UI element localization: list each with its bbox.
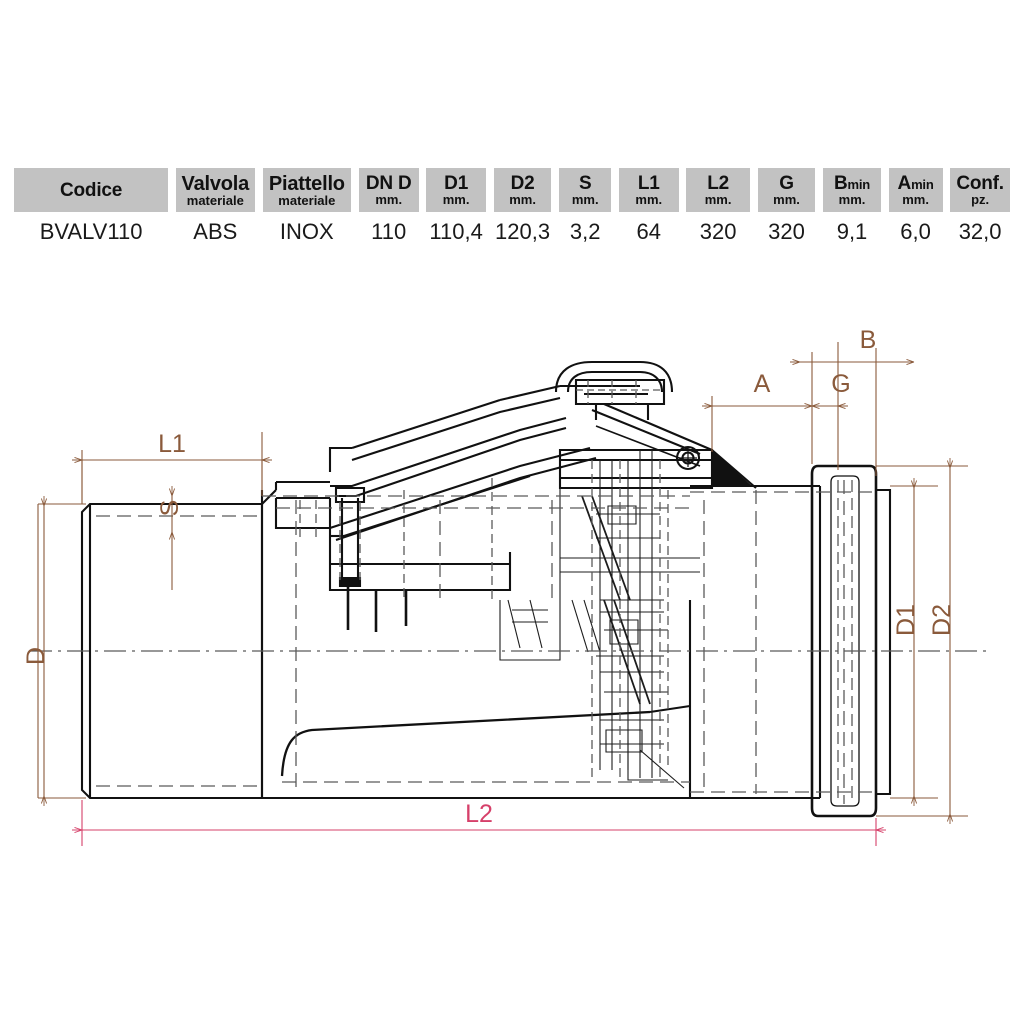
spec-header-suffix-amin: min xyxy=(911,177,934,192)
spec-header-unit-l2: mm. xyxy=(704,192,732,207)
dim-label-G: G xyxy=(831,370,850,398)
dim-label-S: S xyxy=(156,500,184,517)
spec-header-unit-d2: mm. xyxy=(509,192,536,207)
dim-label-B: B xyxy=(860,326,877,354)
spec-value-bmin: 9,1 xyxy=(836,219,868,244)
dim-label-A: A xyxy=(754,370,771,398)
valve-body-outline xyxy=(80,360,892,818)
spec-header-title-bmin: Bmin xyxy=(833,173,871,194)
spec-value-valvola: ABS xyxy=(193,219,238,244)
spec-value-d1: 110,4 xyxy=(429,219,483,244)
spec-header-sub-valvola: materiale xyxy=(186,192,244,208)
spec-header-title-piattello: Piattello xyxy=(268,172,345,195)
spec-header-unit-d1: mm. xyxy=(442,192,470,207)
spec-header-title-codice: Codice xyxy=(59,179,123,201)
spec-header-title-valvola: Valvola xyxy=(181,172,250,195)
spec-header-title-l1: L1 xyxy=(637,173,660,194)
dim-label-L2: L2 xyxy=(465,800,493,828)
spec-header-title-l2: L2 xyxy=(707,173,729,194)
spec-value-l1: 64 xyxy=(636,219,661,244)
dimension-line-l2 xyxy=(72,800,886,846)
spec-value-s: 3,2 xyxy=(569,219,601,244)
spec-header-unit-amin: mm. xyxy=(902,192,929,207)
spec-header-unit-bmin: mm. xyxy=(838,192,866,207)
spec-header-title-d2: D2 xyxy=(510,173,535,194)
dimension-label-group: L1 S D A G B D1 D2 L2 xyxy=(22,326,956,828)
spec-header-title-d1: D1 xyxy=(444,173,469,194)
dim-label-D1: D1 xyxy=(892,604,920,636)
spec-header-unit-conf: pz. xyxy=(971,192,990,207)
dim-label-D: D xyxy=(22,647,50,665)
valve-internal-mechanism xyxy=(499,450,700,789)
spec-header-unit-dn_d: mm. xyxy=(375,192,403,207)
spec-header-suffix-bmin: min xyxy=(847,177,871,192)
spec-header-codice: Codice xyxy=(14,168,169,212)
spec-header-title-conf: Conf. xyxy=(956,173,1004,194)
technical-drawing: L1 S D A G B D1 D2 L2 xyxy=(0,300,1024,880)
dim-label-L1: L1 xyxy=(158,430,186,458)
spec-header-sub-piattello: materiale xyxy=(278,192,336,208)
spec-value-piattello: INOX xyxy=(279,219,334,244)
spec-header-unit-l1: mm. xyxy=(635,192,663,207)
spec-header-title-dn_d: DN D xyxy=(365,173,412,194)
dimension-lines-brown xyxy=(37,342,968,824)
spec-header-title-amin: Amin xyxy=(897,173,934,194)
spec-value-dn_d: 110 xyxy=(371,219,407,244)
spec-header-unit-s: mm. xyxy=(571,192,599,207)
spec-value-l2: 320 xyxy=(699,219,737,244)
spec-header-unit-g: mm. xyxy=(773,192,800,207)
spec-value-conf: 32,0 xyxy=(958,219,1002,244)
spec-header-conf: Conf.pz. xyxy=(950,168,1010,212)
spec-column-conf: Conf.pz. 32,0 xyxy=(950,168,1010,245)
dim-label-D2: D2 xyxy=(928,604,956,636)
spec-value-d2: 120,3 xyxy=(495,219,551,244)
spec-value-amin: 6,0 xyxy=(900,219,931,244)
spec-header-title-s: S xyxy=(578,173,592,194)
spec-value-codice: BVALV110 xyxy=(39,219,143,244)
spec-value-g: 320 xyxy=(768,219,805,244)
spec-header-title-g: G xyxy=(779,173,794,194)
hidden-and-center-lines xyxy=(30,380,990,804)
